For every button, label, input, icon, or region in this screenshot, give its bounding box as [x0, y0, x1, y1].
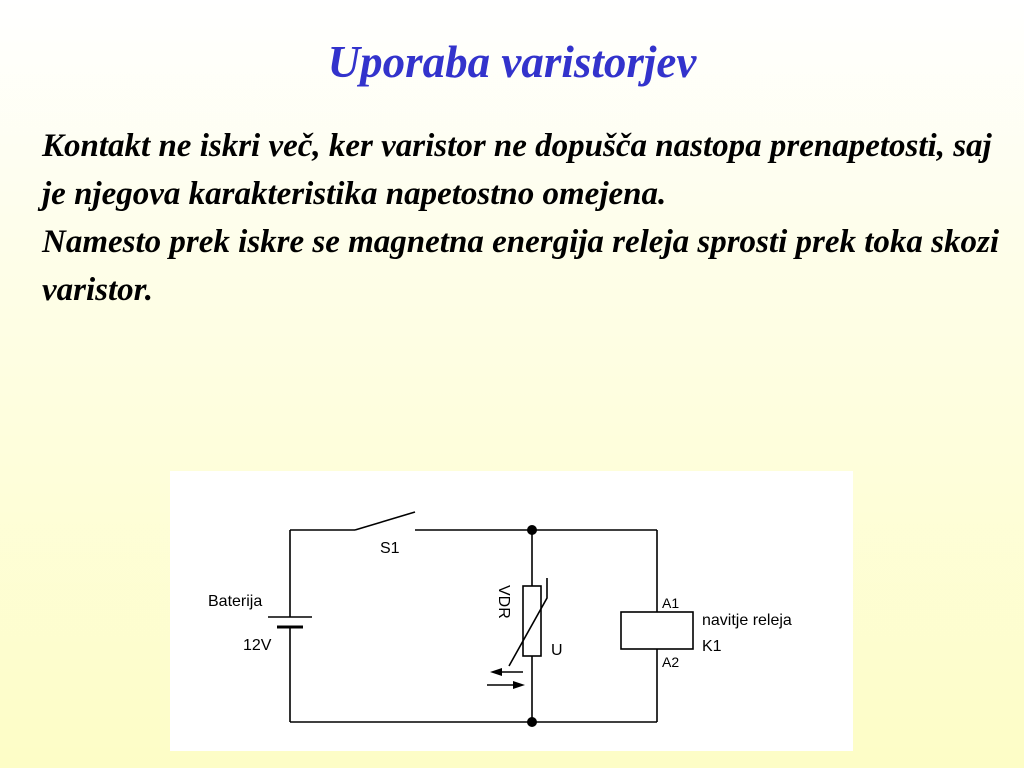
slide-title: Uporaba varistorjev — [327, 37, 697, 87]
battery-label: Baterija — [208, 593, 262, 610]
relay-terminal-a1: A1 — [662, 595, 679, 611]
arrow-left-head — [490, 668, 502, 676]
relay-id-label: K1 — [702, 638, 722, 655]
junction-top — [527, 525, 537, 535]
varistor-label: VDR — [495, 585, 512, 619]
voltage-label: U — [551, 642, 563, 659]
relay-name-label: navitje releja — [702, 612, 792, 629]
switch-s1 — [354, 511, 416, 531]
arrow-right-head — [513, 681, 525, 689]
varistor-slash — [508, 578, 548, 667]
junction-bottom — [527, 717, 537, 727]
paragraph-1: Kontakt ne iskri več, ker varistor ne do… — [42, 128, 992, 212]
slide-body: Kontakt ne iskri več, ker varistor ne do… — [42, 122, 1002, 314]
circuit-diagram: S1 Baterija 12V VDR U A1 A2 navitje rele… — [170, 471, 853, 751]
relay-terminal-a2: A2 — [662, 654, 679, 670]
paragraph-2: Namesto prek iskre se magnetna energija … — [42, 224, 999, 308]
switch-label: S1 — [380, 540, 400, 557]
circuit-svg: S1 Baterija 12V VDR U A1 A2 navitje rele… — [208, 511, 792, 727]
varistor-body — [522, 585, 542, 657]
relay-coil — [620, 611, 694, 650]
battery-voltage-label: 12V — [243, 637, 272, 654]
